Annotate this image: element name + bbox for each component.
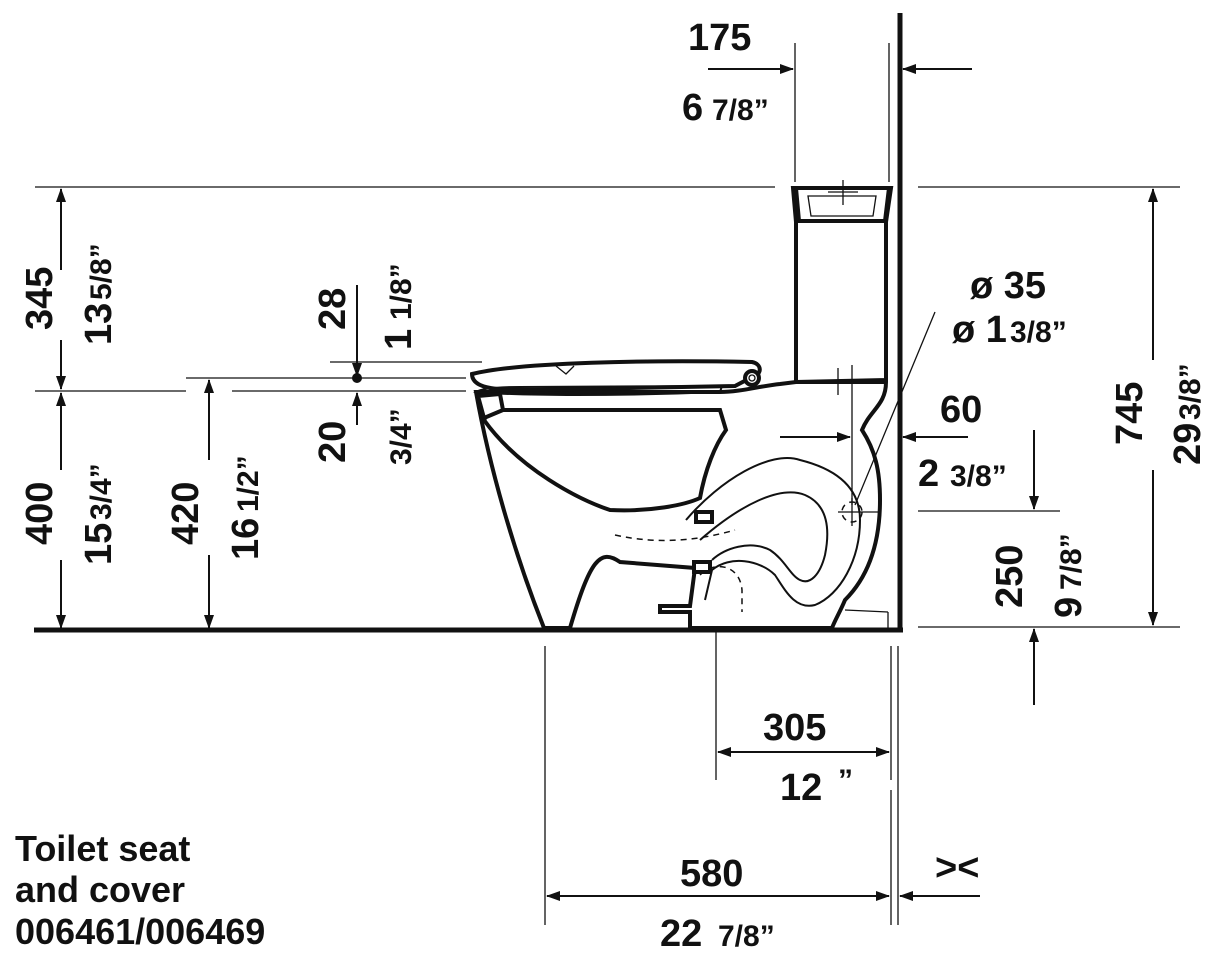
dim-20-in-frac: 3/4” (385, 408, 418, 465)
dim-250-in: 9 (1048, 597, 1090, 618)
dim-745-in: 29 (1167, 423, 1209, 465)
dim-580-in: 22 (660, 913, 702, 955)
dim-305-mm: 305 (763, 707, 826, 749)
trapway (685, 457, 862, 607)
dim-420-in-frac: 1/2” (232, 455, 265, 512)
dim-28-mm: 28 (312, 288, 354, 330)
dim-28-in: 1 (378, 329, 420, 350)
dim-175: 175 6 7/8” (682, 17, 972, 182)
dim-745: 745 29 3/8” (918, 186, 1209, 628)
dim-580-in-frac: 7/8” (718, 920, 775, 953)
dim-35-in-frac: 3/8” (1010, 316, 1067, 349)
dim-250: 250 9 7/8” (918, 430, 1090, 705)
dim-400-in: 15 (78, 523, 120, 565)
clearance-symbol: >< (935, 847, 979, 889)
dim-60-mm: 60 (940, 389, 982, 431)
dim-580: 580 22 7/8” >< (544, 646, 980, 955)
dim-345-mm: 345 (19, 267, 61, 330)
bowl-cavity (481, 408, 729, 513)
dim-400-in-frac: 3/4” (85, 463, 118, 520)
dim-60: 60 2 3/8” (780, 365, 1007, 505)
dim-175-mm: 175 (688, 17, 751, 59)
dim-20-mm: 20 (312, 421, 354, 463)
dim-345-400: 345 13 5/8” 400 15 3/4” (19, 186, 775, 629)
dim-60-in-frac: 3/8” (950, 460, 1007, 493)
dim-60-in: 2 (918, 453, 939, 495)
dim-250-mm: 250 (989, 545, 1031, 608)
dim-175-in-frac: 7/8” (712, 94, 769, 127)
dim-420: 420 16 1/2” (165, 377, 466, 629)
dim-35-mm: ø 35 (970, 265, 1046, 307)
toilet-side-view (469, 180, 894, 630)
dim-diameter-35: ø 35 ø 1 3/8” (854, 265, 1067, 506)
dim-305-in-frac: ” (838, 764, 853, 797)
toilet-seat-cover (469, 359, 762, 393)
dim-305: 305 12 ” (715, 632, 892, 809)
dim-305-in: 12 (780, 767, 822, 809)
dim-400-mm: 400 (19, 482, 61, 545)
dim-345-in-frac: 5/8” (85, 243, 118, 300)
dim-28-in-frac: 1/8” (385, 263, 418, 320)
dim-745-mm: 745 (1109, 382, 1151, 445)
dim-35-in: ø 1 (952, 309, 1007, 351)
caption-line-3: 006461/006469 (15, 911, 265, 952)
caption: Toilet seat and cover 006461/006469 (15, 828, 265, 952)
dim-28-20: 28 1 1/8” 20 3/4” (232, 263, 482, 465)
dim-175-in: 6 (682, 87, 703, 129)
caption-line-1: Toilet seat (15, 828, 190, 869)
dim-420-in: 16 (225, 518, 267, 560)
dim-420-mm: 420 (165, 482, 207, 545)
dim-345-in: 13 (78, 303, 120, 345)
dim-745-in-frac: 3/8” (1174, 363, 1207, 420)
dim-250-in-frac: 7/8” (1055, 533, 1088, 590)
dim-580-mm: 580 (680, 853, 743, 895)
caption-line-2: and cover (15, 869, 185, 910)
